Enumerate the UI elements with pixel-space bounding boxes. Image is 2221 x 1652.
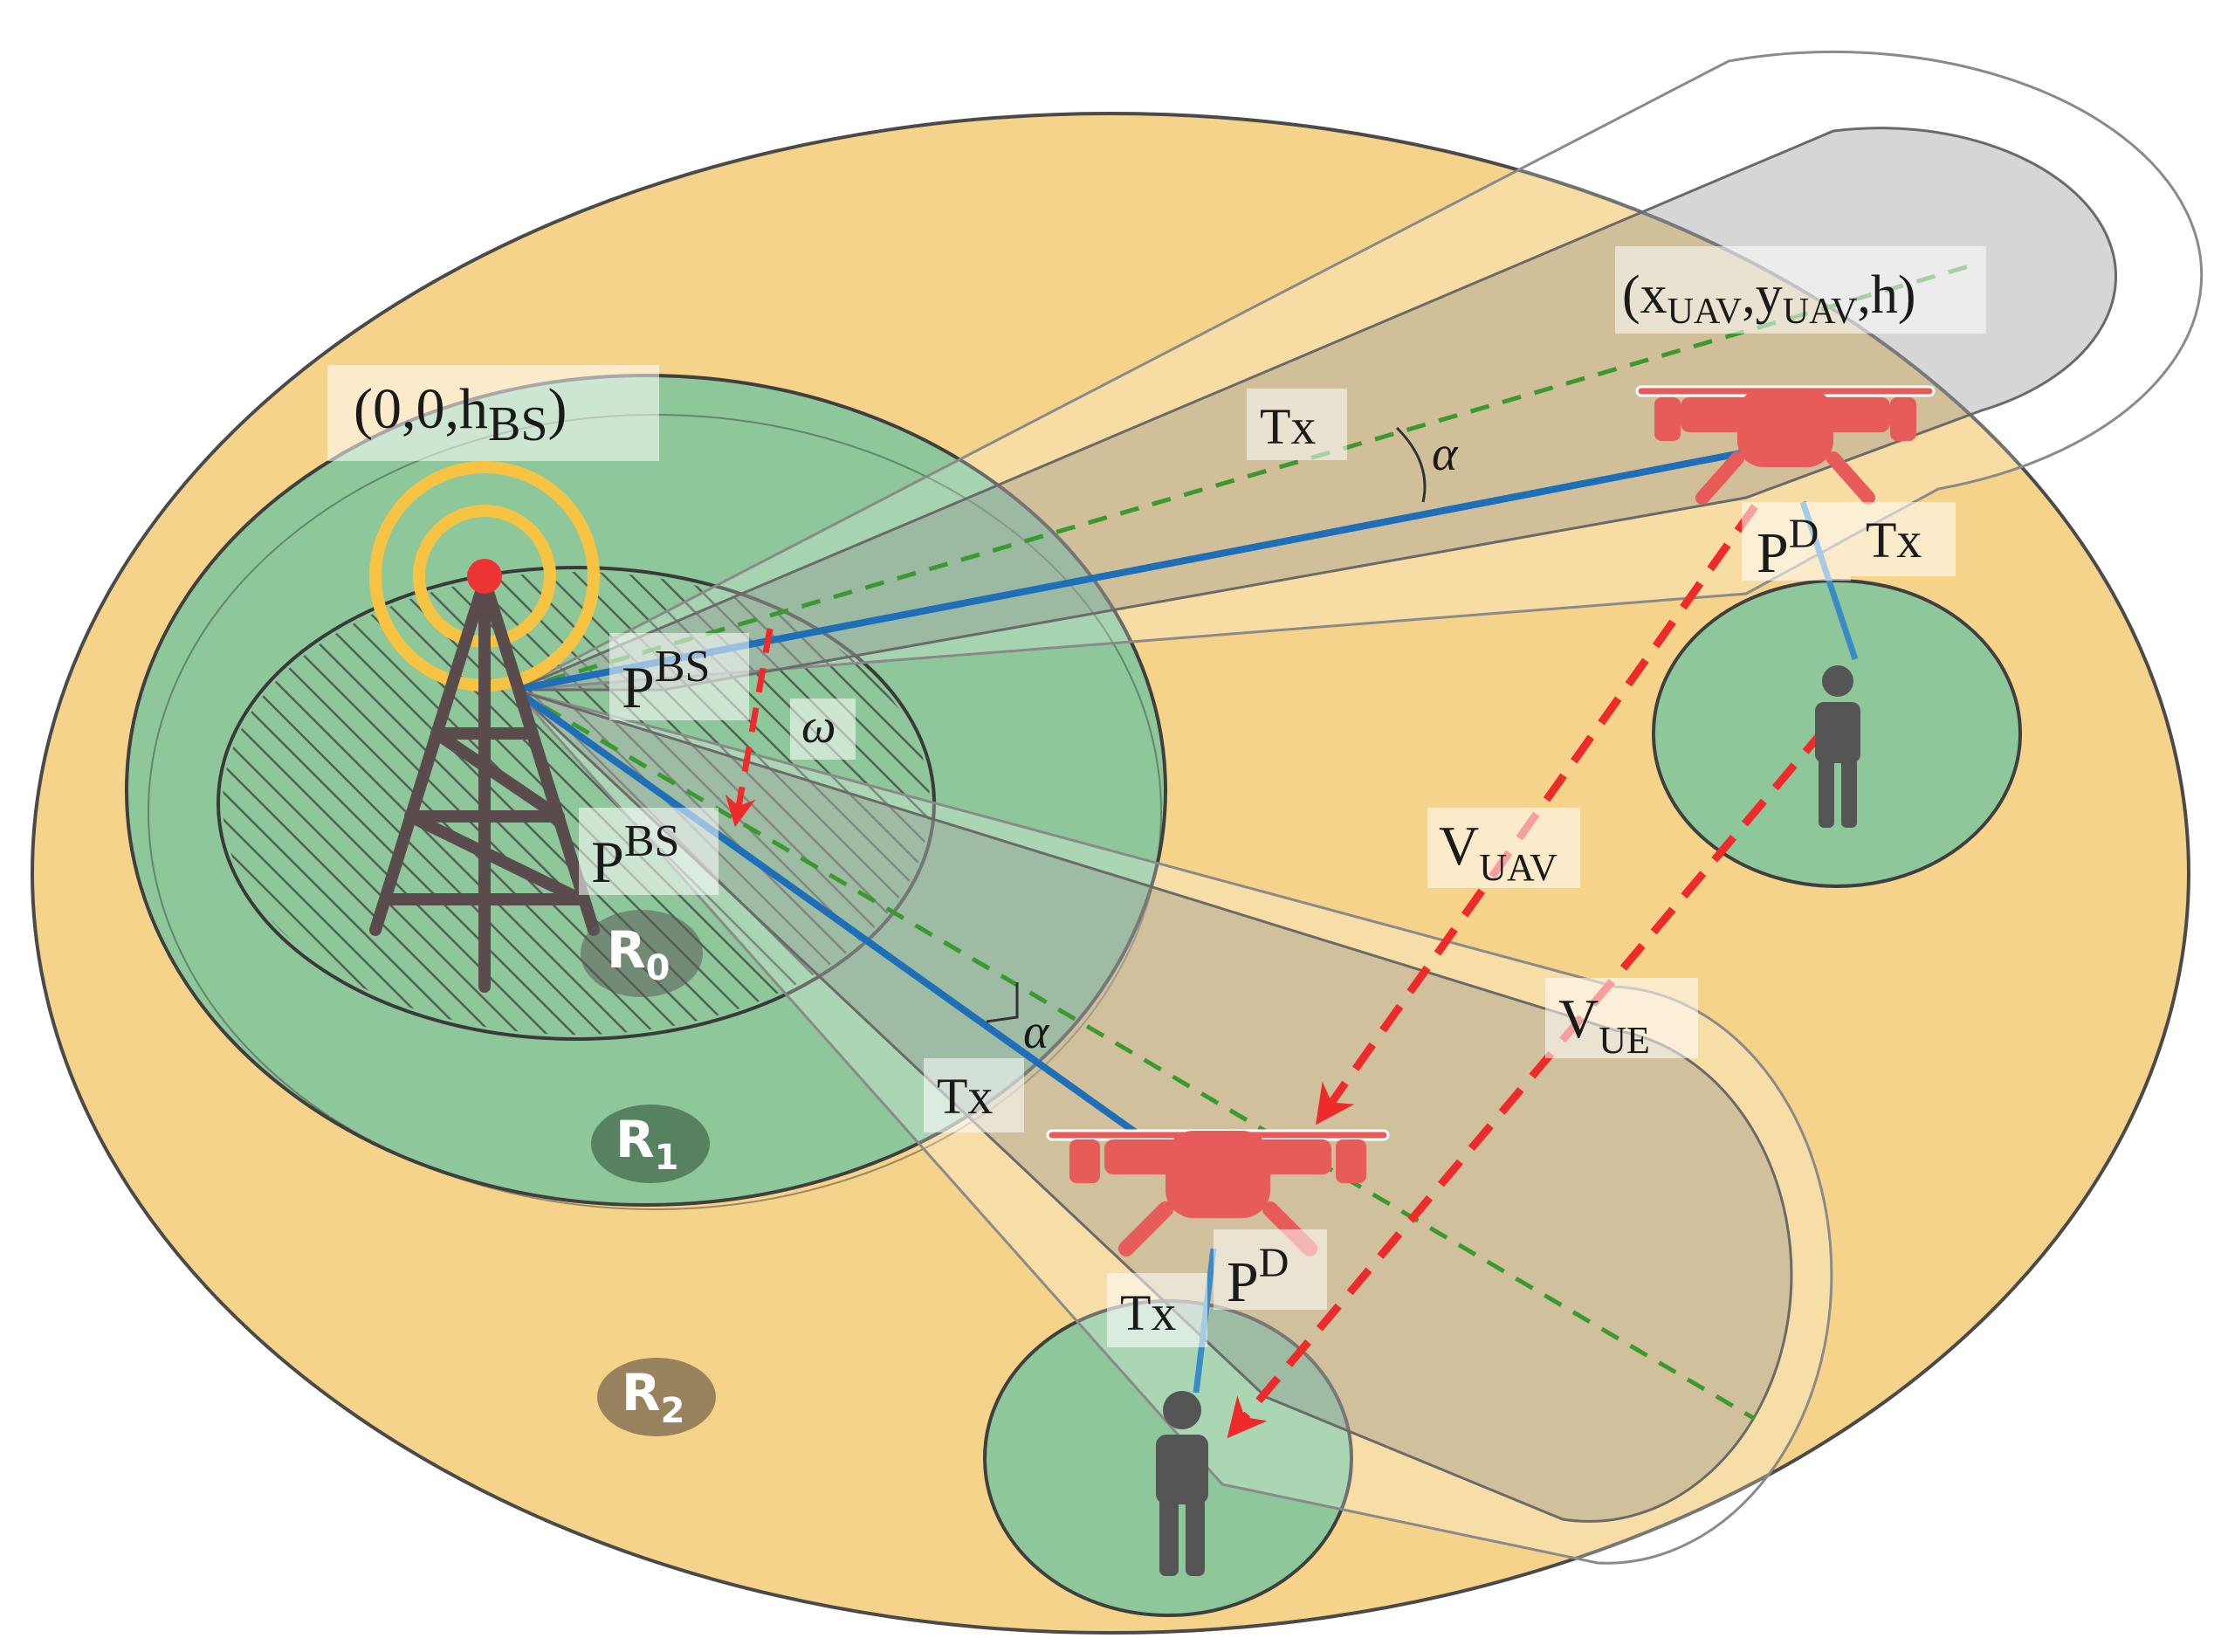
- uav-coordinate-label: (xUAV,yUAV,h): [1615, 246, 1986, 334]
- p-bs-label-upper: PBS: [609, 633, 749, 720]
- drone-icon: [1046, 1129, 1390, 1256]
- person-icon: [1156, 1391, 1208, 1576]
- alpha-label-top: α: [1432, 427, 1459, 481]
- tower-icon: [369, 461, 600, 993]
- svg-text:PBS: PBS: [591, 816, 679, 895]
- person-icon: [1815, 665, 1860, 828]
- alpha-label-bottom: α: [1023, 1005, 1050, 1059]
- tx-label-bs-drone: Tx: [924, 1058, 1024, 1132]
- svg-text:(0,0,hBS): (0,0,hBS): [354, 377, 567, 451]
- omega-arrow: [725, 628, 774, 828]
- svg-text:R0: R0: [607, 920, 670, 988]
- svg-text:PD: PD: [1227, 1240, 1289, 1314]
- tx-label-bs-uav: Tx: [1247, 389, 1347, 460]
- p-d-label-top: PD: [1742, 502, 1851, 585]
- link-bs-drone: [512, 686, 1142, 1139]
- bs-coordinate-label: (0,0,hBS): [327, 365, 659, 461]
- svg-text:ω: ω: [801, 699, 836, 754]
- tx-label-uav-ue: Tx: [1851, 502, 1956, 576]
- svg-text:(xUAV,yUAV,h): (xUAV,yUAV,h): [1622, 265, 1916, 332]
- p-bs-label-lower: PBS: [579, 808, 719, 895]
- svg-text:R1: R1: [615, 1110, 679, 1178]
- region-r0-hatch: [223, 572, 930, 1035]
- svg-text:Tx: Tx: [1866, 512, 1922, 568]
- beam-axis-bottom: [513, 687, 1757, 1421]
- region-label-r1: R1: [591, 1105, 710, 1183]
- beam-axis-uav: [514, 264, 1970, 692]
- p-d-label-bottom: PD: [1214, 1229, 1327, 1314]
- tx-label-drone-ue: Tx: [1107, 1273, 1207, 1347]
- svg-text:Tx: Tx: [937, 1068, 993, 1125]
- omega-label: ω: [790, 699, 856, 760]
- region-label-r2: R2: [597, 1358, 716, 1436]
- svg-text:Tx: Tx: [1260, 398, 1316, 455]
- v-uav-label: VUAV: [1427, 808, 1580, 889]
- svg-text:VUAV: VUAV: [1439, 815, 1557, 889]
- alpha-arc-top: [1395, 426, 1427, 503]
- svg-text:PD: PD: [1757, 511, 1819, 585]
- drone-icon: [1635, 385, 1936, 505]
- v-uav-arrow: [1315, 504, 1758, 1125]
- svg-text:R2: R2: [622, 1363, 685, 1431]
- region-label-r0: R0: [581, 910, 703, 997]
- svg-text:Tx: Tx: [1120, 1284, 1176, 1341]
- v-ue-arrow: [1227, 726, 1828, 1439]
- svg-text:VUE: VUE: [1558, 988, 1650, 1062]
- v-ue-label: VUE: [1545, 978, 1698, 1062]
- alpha-arc-bottom: [986, 982, 1019, 1023]
- svg-text:PBS: PBS: [622, 642, 710, 720]
- beam-to-drone-bottom: [511, 687, 1833, 1565]
